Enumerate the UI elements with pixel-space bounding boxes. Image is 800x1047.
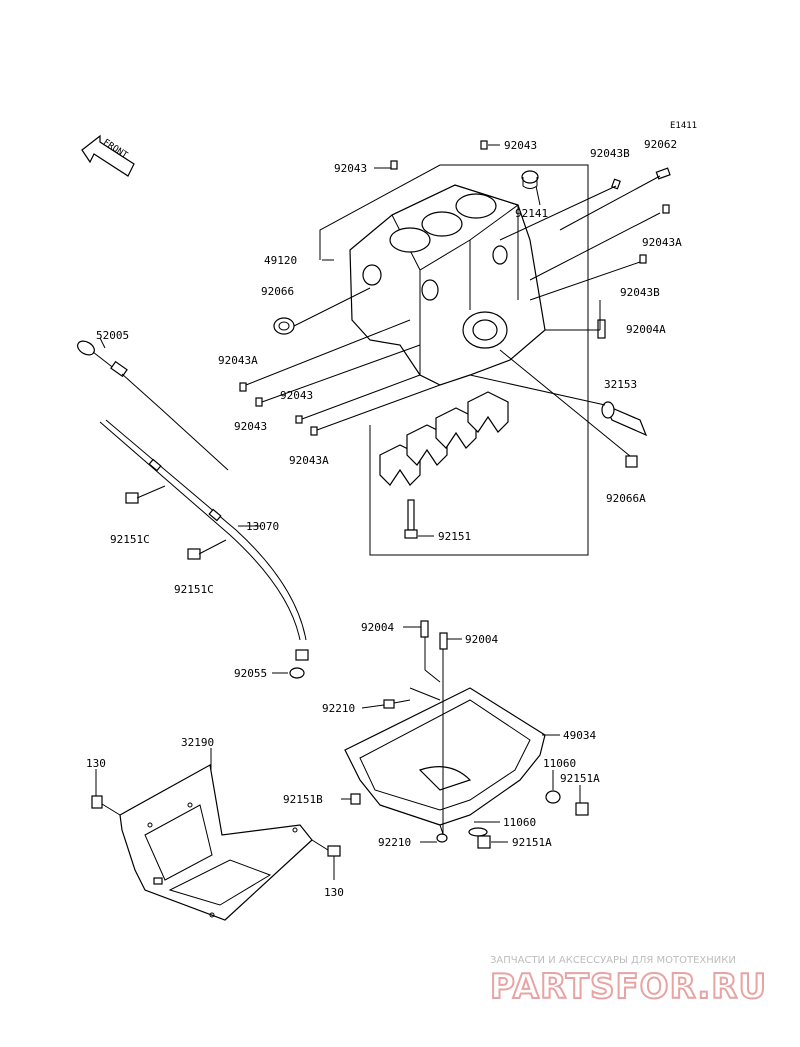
label-11060-low: 11060 <box>503 816 536 829</box>
label-92066: 92066 <box>261 285 294 298</box>
label-92004-left: 92004 <box>361 621 394 634</box>
label-32153: 32153 <box>604 378 637 391</box>
label-92066a: 92066A <box>606 492 646 505</box>
label-92043a-right: 92043A <box>642 236 682 249</box>
label-92210-low: 92210 <box>378 836 411 849</box>
label-92151b: 92151B <box>283 793 323 806</box>
part-labels: 92043 92043 92043B 92062 92141 49120 920… <box>86 138 682 899</box>
label-13070: 13070 <box>246 520 279 533</box>
watermark-logo: PARTSFOR.RU <box>490 967 767 1007</box>
watermark: ЗАПЧАСТИ И АКСЕССУАРЫ ДЛЯ МОТОТЕХНИКИ PA… <box>489 955 767 1008</box>
label-92141: 92141 <box>515 207 548 220</box>
label-52005: 52005 <box>96 329 129 342</box>
label-92004a: 92004A <box>626 323 666 336</box>
oil-pan <box>344 620 589 849</box>
label-92055: 92055 <box>234 667 267 680</box>
oil-pan-leaders <box>341 626 581 843</box>
diagram-code: E1411 <box>670 121 697 131</box>
label-130-low: 130 <box>324 886 344 899</box>
label-92043-top-left: 92043 <box>334 162 367 175</box>
block-leaders <box>245 144 661 537</box>
label-130-top: 130 <box>86 757 106 770</box>
front-arrow: FRONT <box>81 134 135 177</box>
guide-leaders <box>99 337 288 674</box>
label-92151a-low: 92151A <box>512 836 552 849</box>
label-92043-left: 92043 <box>280 389 313 402</box>
label-92043b-top: 92043B <box>590 147 630 160</box>
bearing-caps <box>379 391 509 539</box>
skid-plate <box>91 764 341 921</box>
oil-level-guide <box>99 419 309 679</box>
label-49120: 49120 <box>264 254 297 267</box>
label-92004-right: 92004 <box>465 633 498 646</box>
dipstick <box>77 340 229 471</box>
label-92043-top-mid: 92043 <box>504 139 537 152</box>
label-11060-top: 11060 <box>543 757 576 770</box>
label-92151: 92151 <box>438 530 471 543</box>
skid-plate-leaders <box>95 748 335 880</box>
label-92151a-top: 92151A <box>560 772 600 785</box>
label-49034: 49034 <box>563 729 596 742</box>
label-32190: 32190 <box>181 736 214 749</box>
block-group-bracket <box>319 164 589 556</box>
label-92043a-left: 92043A <box>218 354 258 367</box>
watermark-line1: ЗАПЧАСТИ И АКСЕССУАРЫ ДЛЯ МОТОТЕХНИКИ <box>490 955 736 966</box>
cylinder-block <box>349 184 546 386</box>
label-92210-top: 92210 <box>322 702 355 715</box>
block-small-parts <box>239 140 671 468</box>
label-92151c-1: 92151C <box>110 533 150 546</box>
label-92062: 92062 <box>644 138 677 151</box>
label-92043a-low: 92043A <box>289 454 329 467</box>
label-92151c-2: 92151C <box>174 583 214 596</box>
label-92043-left2: 92043 <box>234 420 267 433</box>
label-92043b-right: 92043B <box>620 286 660 299</box>
